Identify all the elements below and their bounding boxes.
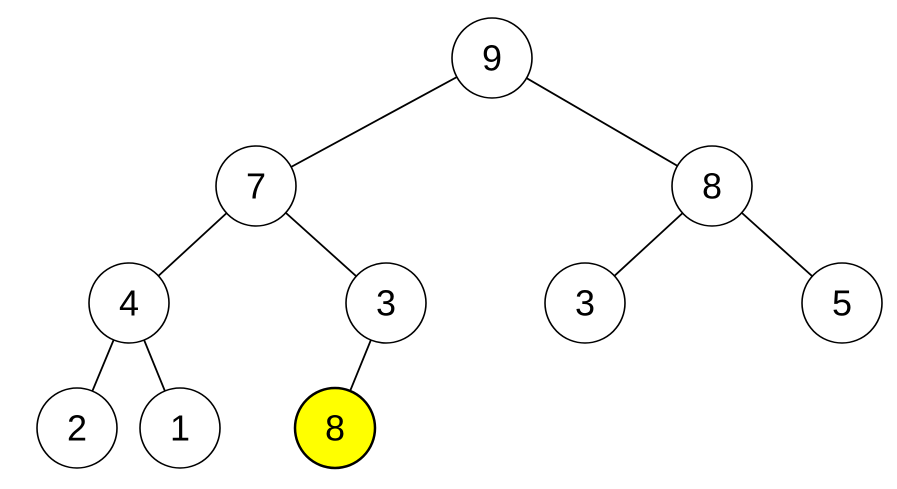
tree-node-circle	[801, 262, 883, 344]
tree-node-label: 7	[246, 166, 266, 207]
tree-node-label: 5	[832, 283, 852, 324]
tree-node-lrl8: 8	[293, 386, 377, 470]
tree-node-label: 8	[325, 408, 345, 449]
tree-node-label: 9	[482, 38, 502, 79]
tree-node-ll4: 4	[88, 262, 170, 344]
tree-node-r8: 8	[671, 145, 753, 227]
tree-node-rl3: 3	[544, 262, 626, 344]
tree-node-l7: 7	[215, 145, 297, 227]
tree-node-llr1: 1	[139, 387, 221, 469]
tree-node-circle	[544, 262, 626, 344]
tree-node-label: 1	[170, 408, 190, 449]
tree-node-lr3: 3	[345, 262, 427, 344]
tree-node-circle	[88, 262, 170, 344]
tree-node-circle	[671, 145, 753, 227]
tree-node-label: 2	[67, 408, 87, 449]
tree-node-label: 8	[702, 166, 722, 207]
tree-node-lll2: 2	[36, 387, 118, 469]
tree-edge-root9-r8	[491, 57, 713, 187]
tree-node-root9: 9	[451, 17, 533, 99]
tree-node-rr5: 5	[801, 262, 883, 344]
tree-node-circle	[139, 387, 221, 469]
tree-node-circle	[451, 17, 533, 99]
tree-node-label: 3	[575, 283, 595, 324]
tree-node-circle	[345, 262, 427, 344]
tree-node-circle-highlighted	[293, 386, 377, 470]
tree-edge-root9-l7	[255, 57, 493, 187]
tree-node-circle	[215, 145, 297, 227]
tree-node-label: 3	[376, 283, 396, 324]
tree-node-circle	[36, 387, 118, 469]
tree-node-label: 4	[119, 283, 139, 324]
